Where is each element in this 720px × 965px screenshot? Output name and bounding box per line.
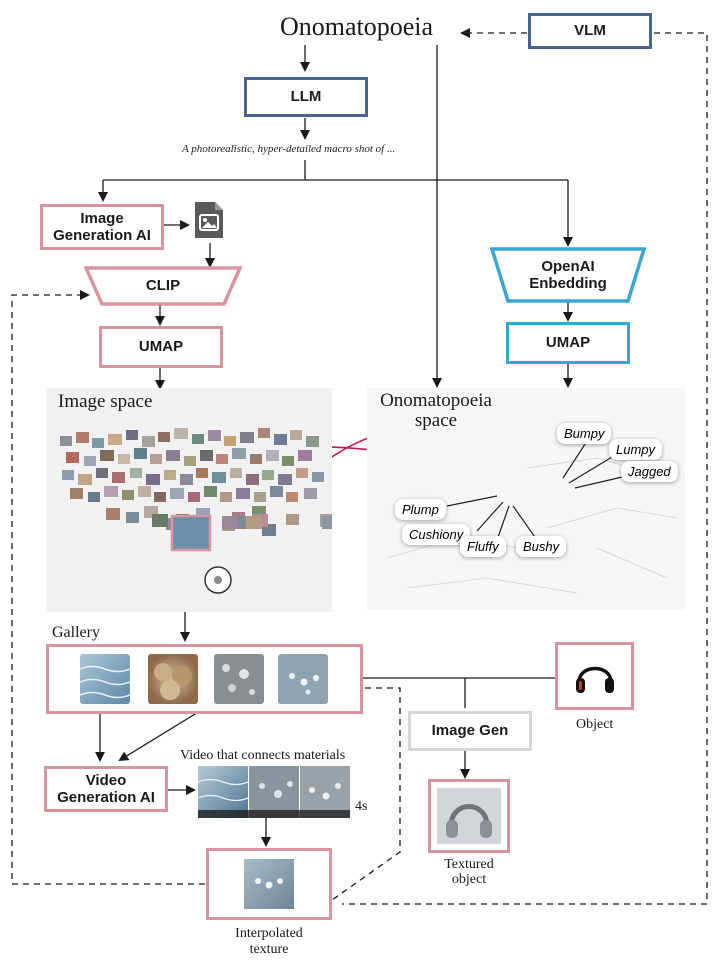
- umap-right-node: UMAP: [506, 322, 630, 364]
- link-lumpy: [568, 453, 618, 484]
- interpolated-texture-box: [206, 848, 332, 920]
- link-fluffy: [496, 505, 510, 541]
- word-cushiony: Cushiony: [402, 524, 471, 545]
- video-frame-1: [198, 766, 248, 818]
- headphones-icon: [575, 666, 614, 693]
- umap-left-node: UMAP: [99, 326, 223, 368]
- video-frames: [198, 766, 350, 818]
- image-file-icon: [195, 202, 223, 238]
- vlm-node: VLM: [528, 13, 652, 49]
- image-space-panel: [46, 388, 332, 612]
- dashed-clip-loop: [11, 290, 205, 885]
- llm-node: LLM: [244, 77, 368, 117]
- image-space-label: Image space: [58, 391, 153, 412]
- interpolated-texture-label: Interpolated texture: [235, 926, 303, 957]
- object-box: [555, 642, 634, 710]
- clip-shape: [84, 266, 242, 306]
- textured-object-box: [428, 779, 510, 853]
- onomatopoeia-title: Onomatopoeia: [280, 12, 434, 41]
- textured-object-label: Textured object: [444, 857, 494, 887]
- gallery-texture-fluffy[interactable]: [148, 654, 198, 704]
- dashed-vlm-loop: [342, 32, 708, 905]
- image-gen-node: Image Gen: [408, 711, 532, 751]
- prompt-text: A photorealistic, hyper-detailed macro s…: [182, 143, 396, 155]
- link-bumpy: [562, 437, 590, 479]
- interpolated-texture-image: [244, 859, 294, 909]
- openai-embedding-shape: [490, 247, 646, 303]
- video-caption: Video that connects materials: [180, 748, 346, 763]
- word-plump: Plump: [395, 499, 446, 520]
- word-lumpy: Lumpy: [609, 439, 663, 460]
- clip-label: CLIP: [145, 277, 181, 295]
- gallery-texture-blue-drops[interactable]: [278, 654, 328, 704]
- selected-thumbnail[interactable]: [170, 514, 212, 552]
- word-bushy: Bushy: [516, 536, 567, 557]
- link-plump: [446, 495, 498, 507]
- image-generation-ai-node: Image Generation AI: [40, 204, 164, 250]
- openai-embedding-label: OpenAI Enbedding: [529, 257, 607, 292]
- image-space-thumbnails: [60, 428, 332, 594]
- video-generation-ai-node: Video Generation AI: [44, 766, 168, 812]
- word-bumpy: Bumpy: [557, 423, 612, 444]
- video-frame-2: [249, 766, 299, 818]
- video-frame-3: [300, 766, 350, 818]
- video-duration: 4s: [355, 799, 368, 814]
- textured-headphones-icon: [437, 788, 501, 844]
- gallery-label: Gallery: [52, 624, 100, 641]
- object-label: Object: [576, 717, 614, 732]
- link-bushy: [512, 505, 538, 541]
- onomatopoeia-space-label: Onomatopoeia space: [380, 390, 492, 431]
- word-fluffy: Fluffy: [460, 536, 506, 557]
- dashed-gallery-to-interpolated: [331, 687, 401, 901]
- gallery-texture-droplets[interactable]: [214, 654, 264, 704]
- link-cushiony: [476, 501, 504, 532]
- gallery-texture-water[interactable]: [80, 654, 130, 704]
- word-jagged: Jagged: [621, 461, 678, 482]
